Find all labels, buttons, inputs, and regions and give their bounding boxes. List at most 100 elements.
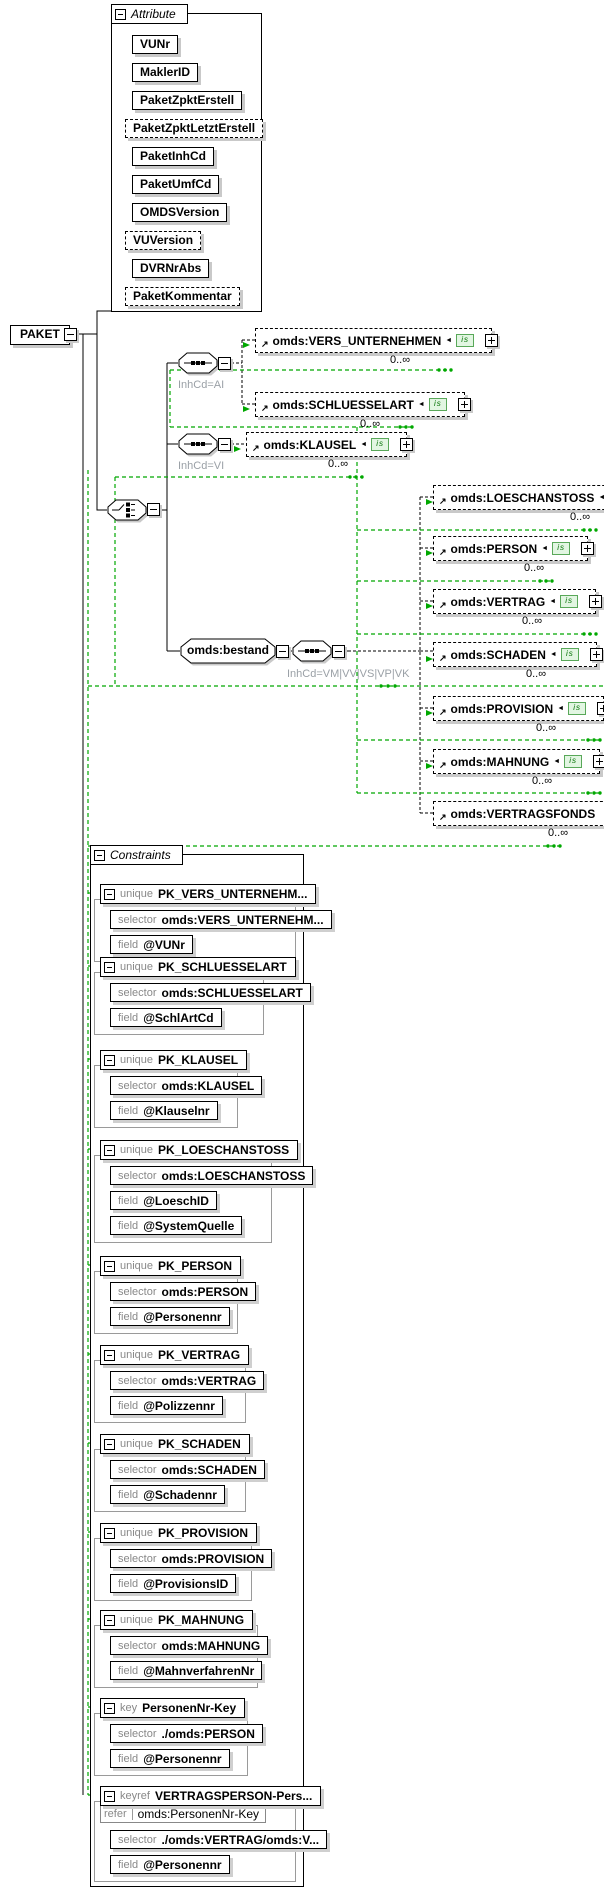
constraint-selector[interactable]: selector omds:MAHNUNG	[110, 1636, 269, 1655]
element-person[interactable]: ↗ omds:PERSON ◄ is	[433, 536, 595, 561]
expand-icon[interactable]	[332, 645, 345, 658]
element-loeschanstoss[interactable]: ↗ omds:LOESCHANSTOSS ◄ is	[433, 485, 604, 510]
constraints-tab[interactable]: Constraints	[90, 845, 183, 865]
constraint-name: PK_SCHLUESSELART	[158, 960, 287, 974]
collapse-icon[interactable]	[276, 645, 289, 658]
constraint-header[interactable]: unique PK_VERS_UNTERNEHM...	[100, 884, 317, 904]
collapse-icon[interactable]	[104, 1527, 115, 1539]
constraint-selector[interactable]: selector omds:VERTRAG	[110, 1371, 265, 1390]
expand-icon[interactable]	[597, 701, 604, 715]
constraint-arrow-icon: ◄	[549, 651, 557, 658]
attribute-paketumfcd[interactable]: PaketUmfCd	[132, 175, 220, 194]
constraint-selector[interactable]: selector omds:KLAUSEL	[110, 1076, 263, 1095]
attribute-paketzpktletzterstell[interactable]: PaketZpktLetztErstell	[125, 119, 264, 138]
constraint-header[interactable]: unique PK_PROVISION	[100, 1523, 258, 1543]
sequence-icon[interactable]	[178, 352, 218, 379]
element-vers-unternehmen[interactable]: ↗ omds:VERS_UNTERNEHMEN ◄ is	[255, 328, 499, 353]
constraint-field[interactable]: field @ProvisionsID	[110, 1574, 237, 1593]
expand-icon[interactable]	[485, 333, 499, 347]
expand-icon[interactable]	[589, 647, 603, 661]
attribute-omdsversion[interactable]: OMDSVersion	[132, 203, 228, 222]
expand-icon[interactable]	[581, 541, 595, 555]
sequence-icon[interactable]	[178, 433, 218, 460]
attribute-paketkommentar[interactable]: PaketKommentar	[125, 287, 240, 306]
attribute-paketinhcd[interactable]: PaketInhCd	[132, 147, 215, 166]
choice-icon[interactable]	[107, 499, 147, 526]
attribute-vuversion[interactable]: VUVersion	[125, 231, 202, 250]
constraint-name: PK_LOESCHANSTOSS	[158, 1143, 290, 1157]
attribute-vunr[interactable]: VUNr	[132, 35, 179, 54]
constraint-selector[interactable]: selector omds:SCHLUESSELART	[110, 983, 311, 1002]
element-mahnung[interactable]: ↗ omds:MAHNUNG ◄ is	[433, 749, 604, 774]
occurrence-label: 0..∞	[532, 775, 553, 787]
collapse-icon[interactable]	[104, 1790, 115, 1802]
collapse-icon[interactable]	[64, 328, 77, 341]
constraint-name: PK_PERSON	[158, 1259, 233, 1273]
constraint-header[interactable]: keyref VERTRAGSPERSON-Pers...	[100, 1786, 322, 1806]
constraint-header[interactable]: unique PK_SCHADEN	[100, 1434, 250, 1454]
collapse-icon[interactable]	[115, 8, 126, 20]
collapse-icon[interactable]	[94, 849, 105, 861]
sequence-icon[interactable]	[292, 640, 332, 667]
expand-icon[interactable]	[400, 437, 414, 451]
element-bestand[interactable]: omds:bestand	[180, 638, 276, 664]
constraint-selector[interactable]: selector omds:SCHADEN	[110, 1460, 265, 1479]
collapse-icon[interactable]	[104, 1054, 115, 1066]
constraint-field[interactable]: field @SchlArtCd	[110, 1008, 222, 1027]
expand-icon[interactable]	[589, 594, 603, 608]
constraint-field[interactable]: field @SystemQuelle	[110, 1216, 243, 1235]
constraint-field[interactable]: field @MahnverfahrenNr	[110, 1661, 263, 1680]
constraint-header[interactable]: unique PK_LOESCHANSTOSS	[100, 1140, 299, 1160]
element-vertragsfonds[interactable]: ↗ omds:VERTRAGSFONDS	[433, 801, 604, 826]
collapse-icon[interactable]	[104, 1438, 115, 1450]
constraint-selector[interactable]: selector omds:LOESCHANSTOSS	[110, 1166, 314, 1185]
collapse-icon[interactable]	[104, 1614, 115, 1626]
constraint-header[interactable]: unique PK_VERTRAG	[100, 1345, 250, 1365]
reference-arrow-icon: ↗	[439, 707, 447, 717]
constraint-header[interactable]: key PersonenNr-Key	[100, 1698, 246, 1718]
constraint-field[interactable]: field @Personennr	[110, 1307, 230, 1326]
element-klausel[interactable]: ↗ omds:KLAUSEL ◄ is	[246, 432, 414, 457]
constraint-selector[interactable]: selector omds:PROVISION	[110, 1549, 273, 1568]
constraint-selector[interactable]: selector ./omds:VERTRAG/omds:V...	[110, 1830, 328, 1849]
constraint-header[interactable]: unique PK_SCHLUESSELART	[100, 957, 296, 977]
collapse-icon[interactable]	[104, 1144, 115, 1156]
attribute-maklerid[interactable]: MaklerID	[132, 63, 199, 82]
element-vertrag[interactable]: ↗ omds:VERTRAG ◄ is	[433, 589, 603, 614]
collapse-icon[interactable]	[147, 503, 160, 516]
element-name: omds:MAHNUNG	[450, 754, 550, 769]
expand-icon[interactable]	[218, 438, 231, 451]
attributes-tab[interactable]: Attribute	[111, 4, 188, 24]
element-provision[interactable]: ↗ omds:PROVISION ◄ is	[433, 696, 604, 721]
constraint-field[interactable]: field @VUNr	[110, 935, 193, 954]
constraint-field[interactable]: field @Polizzennr	[110, 1396, 223, 1415]
attribute-paketzpkterstell[interactable]: PaketZpktErstell	[132, 91, 243, 110]
constraint-field[interactable]: field @Schadennr	[110, 1485, 225, 1504]
constraint-header[interactable]: unique PK_PERSON	[100, 1256, 242, 1276]
collapse-icon[interactable]	[104, 888, 115, 900]
collapse-icon[interactable]	[104, 1702, 115, 1714]
element-schluesselart[interactable]: ↗ omds:SCHLUESSELART ◄ is	[255, 392, 471, 417]
constraint-header[interactable]: unique PK_MAHNUNG	[100, 1610, 254, 1630]
expand-icon[interactable]	[218, 357, 231, 370]
constraint-selector[interactable]: selector omds:PERSON	[110, 1282, 257, 1301]
constraint-kind: unique	[120, 1349, 154, 1361]
identity-constraint-badge: is	[552, 542, 571, 555]
collapse-icon[interactable]	[104, 1260, 115, 1272]
root-element-paket[interactable]: PAKET	[10, 325, 70, 345]
constraint-field[interactable]: field @LoeschID	[110, 1191, 217, 1210]
constraint-header[interactable]: unique PK_KLAUSEL	[100, 1050, 248, 1070]
constraint-field[interactable]: field @Personennr	[110, 1855, 230, 1874]
collapse-icon[interactable]	[104, 961, 115, 973]
reference-arrow-icon: ↗	[261, 339, 269, 349]
expand-icon[interactable]	[457, 397, 471, 411]
constraint-selector[interactable]: selector omds:VERS_UNTERNEHM...	[110, 910, 332, 929]
element-schaden[interactable]: ↗ omds:SCHADEN ◄ is	[433, 642, 603, 667]
constraint-field[interactable]: field @Personennr	[110, 1749, 230, 1768]
attribute-dvrnrabs[interactable]: DVRNrAbs	[132, 259, 210, 278]
constraint-refer[interactable]: refer omds:PersonenNr-Key	[100, 1805, 267, 1823]
expand-icon[interactable]	[593, 754, 604, 768]
constraint-selector[interactable]: selector ./omds:PERSON	[110, 1724, 263, 1743]
collapse-icon[interactable]	[104, 1349, 115, 1361]
constraint-field[interactable]: field @Klauselnr	[110, 1101, 218, 1120]
